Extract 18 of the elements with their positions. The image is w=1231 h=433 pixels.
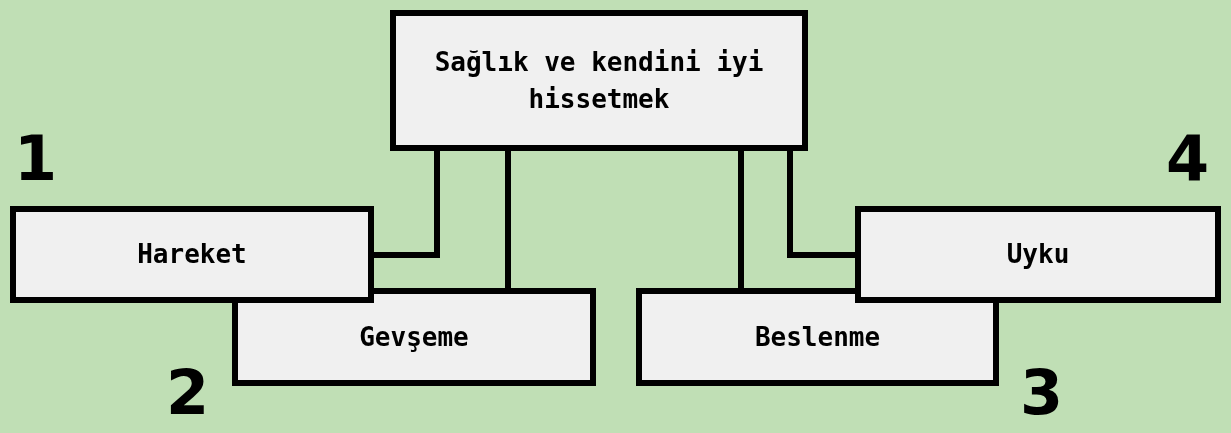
box-label: Gevşeme <box>359 320 469 354</box>
box-label: Hareket <box>137 238 247 272</box>
callout-number: 2 <box>166 362 210 424</box>
topic-box <box>390 10 808 151</box>
connector-line <box>787 151 855 258</box>
callout-number: 4 <box>1166 128 1210 190</box>
connector-line <box>738 151 744 288</box>
topic-box <box>10 206 374 303</box>
connector-line <box>505 151 511 288</box>
topic-box <box>855 206 1221 303</box>
topic-box <box>636 288 999 386</box>
callout-number: 3 <box>1020 362 1064 424</box>
box-label: Sağlık ve kendini iyi hissetmek <box>433 46 765 116</box>
box-label: Beslenme <box>754 320 881 354</box>
connector-line <box>374 151 440 258</box>
box-label: Uyku <box>1006 238 1070 272</box>
topic-box <box>232 288 596 386</box>
callout-number: 1 <box>14 128 58 190</box>
